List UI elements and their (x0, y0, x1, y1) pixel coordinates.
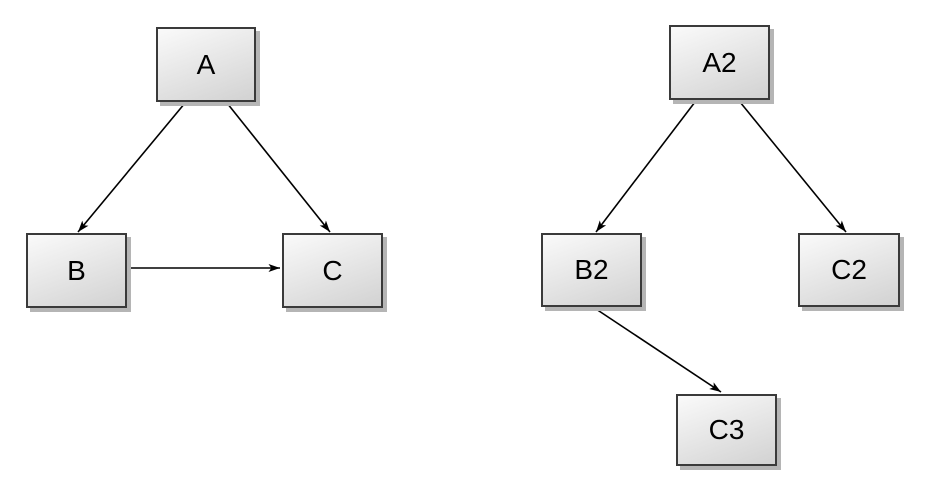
node-B2: B2 (541, 233, 642, 307)
edge-A-C (226, 102, 331, 233)
node-C3: C3 (676, 394, 777, 466)
node-label: B (67, 254, 86, 286)
node-C: C (282, 233, 383, 308)
edge-A-B (77, 102, 186, 233)
node-label: C3 (708, 414, 745, 445)
edge-B2-C3 (592, 306, 722, 393)
node-label: A2 (702, 46, 737, 78)
node-B: B (26, 233, 127, 308)
edge-A2-C2 (739, 101, 847, 233)
edge-A2-B2 (595, 101, 696, 233)
node-A2: A2 (669, 25, 770, 100)
node-label: C (322, 254, 343, 286)
node-label: C2 (831, 254, 867, 285)
node-label: A (196, 48, 216, 80)
node-label: B2 (574, 254, 609, 285)
node-A: A (156, 27, 256, 102)
node-C2: C2 (798, 233, 900, 307)
